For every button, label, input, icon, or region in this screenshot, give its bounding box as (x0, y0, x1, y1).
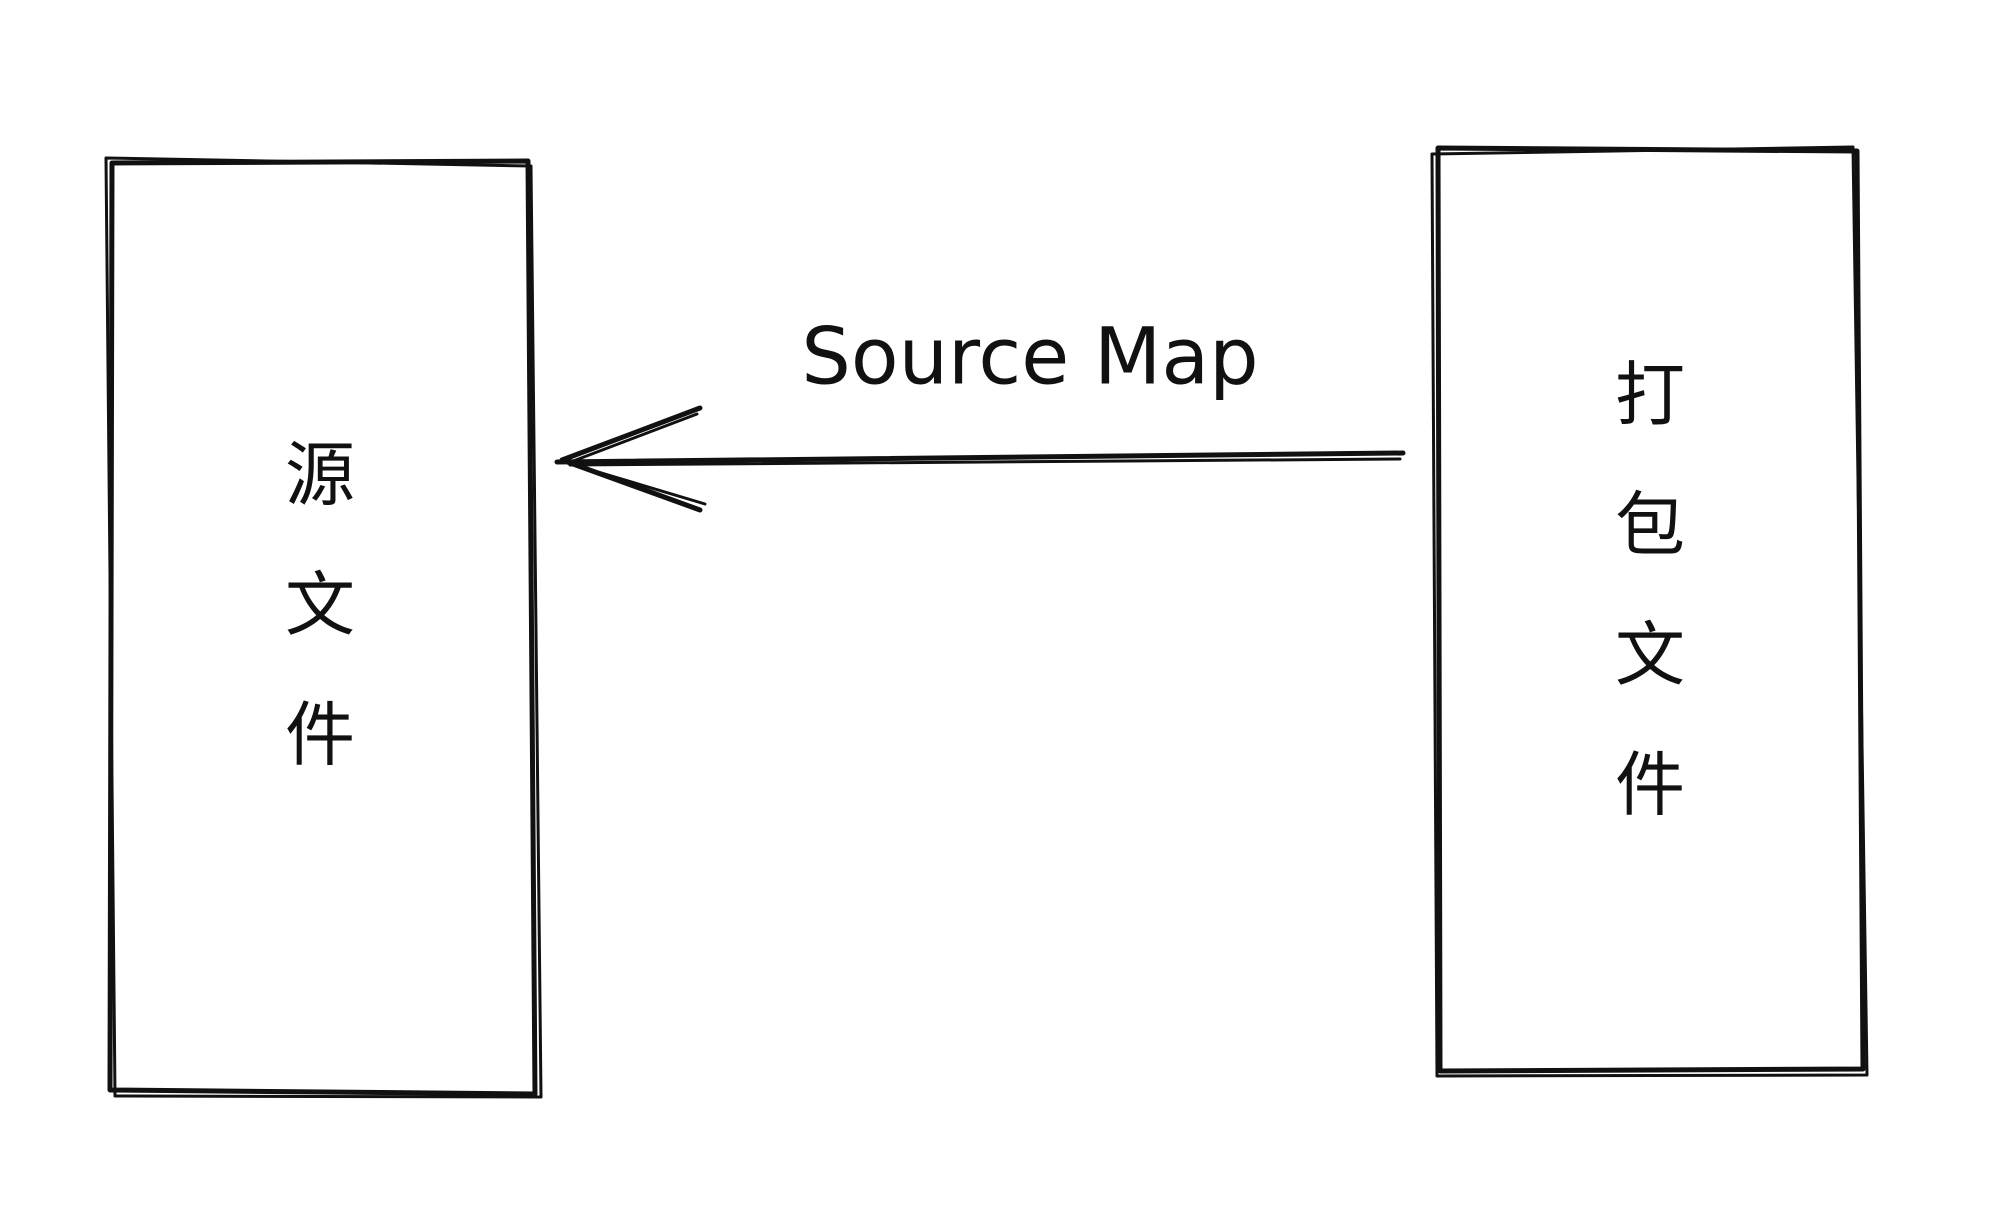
bundle-file-char-1: 打 (1615, 354, 1685, 436)
bundle-file-char-3: 文 (1615, 614, 1685, 696)
bundle-file-char-2: 包 (1615, 484, 1685, 566)
source-file-char-2: 文 (285, 564, 355, 646)
source-file-box: 源 文 件 (104, 156, 543, 1099)
bundle-file-box: 打 包 文 件 (1430, 145, 1869, 1078)
source-map-arrow: Source Map (554, 312, 1406, 513)
source-file-char-3: 件 (285, 694, 355, 776)
bundle-file-char-4: 件 (1615, 744, 1685, 826)
source-file-char-1: 源 (285, 434, 355, 516)
source-map-label: Source Map (801, 312, 1258, 402)
